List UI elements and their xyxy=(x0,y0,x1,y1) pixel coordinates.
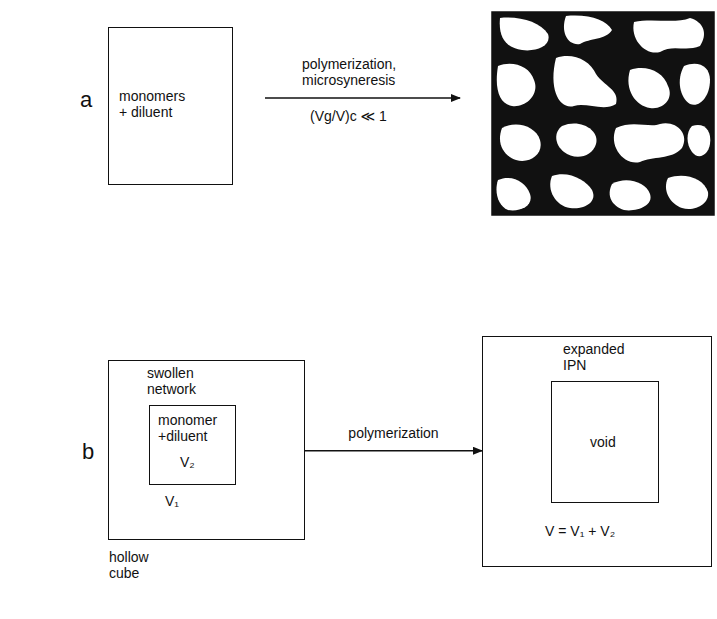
process-box: expanded IPN V = V₁ + V₂ void xyxy=(482,336,712,567)
process-box: monomers + diluent xyxy=(108,27,233,185)
process-arrow xyxy=(305,450,482,452)
box-text: V = V₁ + V₂ xyxy=(545,523,665,539)
part-letter: a xyxy=(80,88,100,112)
part-letter: b xyxy=(82,440,102,464)
box-caption: hollow cube xyxy=(109,549,165,581)
process-box: void xyxy=(551,381,659,503)
box-text: V₁ xyxy=(165,493,195,509)
process-arrow xyxy=(265,97,460,99)
box-text: swollen network xyxy=(147,365,211,397)
process-box: monomer +diluentV₂ xyxy=(149,405,236,485)
process-box: swollen networkV₁hollow cubemonomer +dil… xyxy=(108,360,305,540)
arrow-label: polymerization xyxy=(348,425,438,441)
process-note: (Vg/V)c ≪ 1 xyxy=(310,108,420,124)
box-text: expanded IPN xyxy=(563,341,635,373)
box-text: monomer +diluent xyxy=(158,412,222,444)
box-text: V₂ xyxy=(180,454,210,470)
porous-structure xyxy=(492,12,714,215)
box-text: monomers + diluent xyxy=(119,88,191,120)
process-note: polymerization, microsyneresis xyxy=(302,56,414,88)
box-text: void xyxy=(590,434,640,450)
